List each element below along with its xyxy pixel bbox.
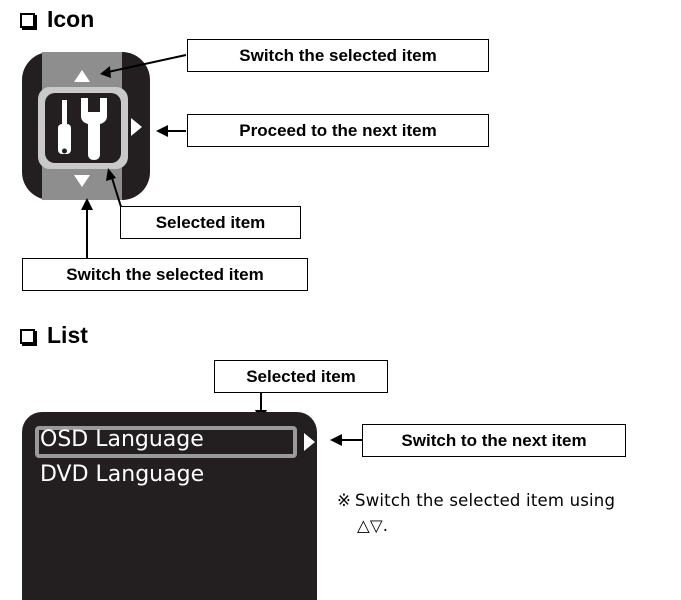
- callout-switch-up: Switch the selected item: [187, 39, 489, 72]
- section-title-icon-text: Icon: [47, 6, 95, 32]
- osd-list-panel: OSD Language DVD Language: [22, 412, 317, 600]
- section-title-list-text: List: [47, 322, 88, 348]
- wrench-icon: [81, 98, 107, 160]
- checkbox-icon: [20, 329, 35, 344]
- section-title-icon: Icon: [20, 6, 94, 33]
- callout-selected-item-icon: Selected item: [120, 206, 301, 239]
- note-line-1: Switch the selected item using: [355, 491, 616, 510]
- down-arrow-icon: [74, 175, 90, 187]
- reference-mark: ※: [337, 491, 352, 510]
- note-line-2: △▽.: [357, 516, 389, 535]
- note-text: ※Switch the selected item using △▽.: [337, 488, 615, 538]
- callout-selected-item-list: Selected item: [214, 360, 388, 393]
- list-item-dvd-language[interactable]: DVD Language: [40, 462, 205, 487]
- section-title-list: List: [20, 322, 88, 349]
- callout-proceed-next: Proceed to the next item: [187, 114, 489, 147]
- selected-highlight: [35, 426, 297, 458]
- callout-switch-down: Switch the selected item: [22, 258, 308, 291]
- callout-switch-next: Switch to the next item: [362, 424, 626, 457]
- list-item-osd-language[interactable]: OSD Language: [40, 427, 204, 452]
- screwdriver-icon: [58, 100, 71, 154]
- right-arrow-icon: [304, 433, 315, 451]
- checkbox-icon: [20, 13, 35, 28]
- up-arrow-icon: [74, 70, 90, 82]
- right-arrow-icon: [131, 118, 142, 136]
